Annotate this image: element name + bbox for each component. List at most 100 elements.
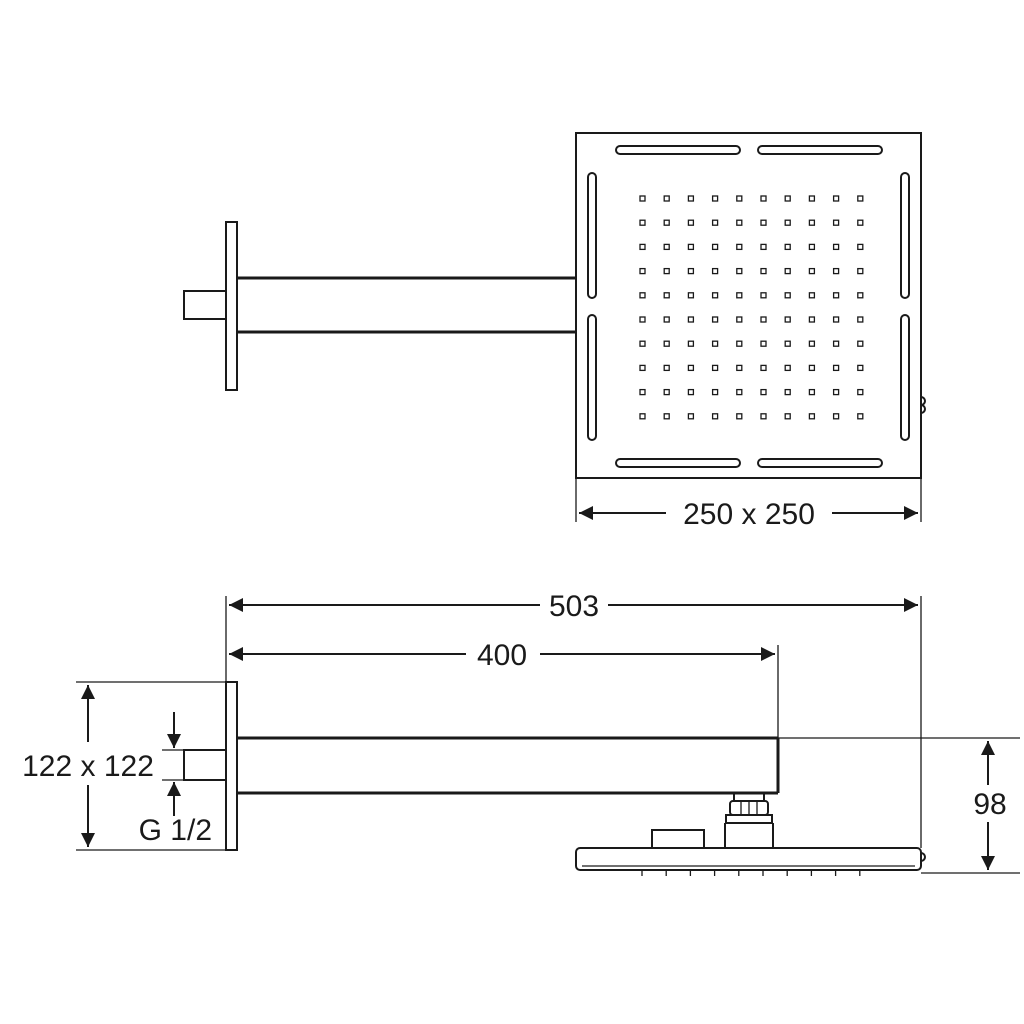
nozzle <box>808 340 816 347</box>
nozzle <box>857 267 864 275</box>
top-view: 250 x 250 <box>183 132 926 531</box>
nozzle <box>832 195 840 202</box>
slot <box>757 145 883 155</box>
nozzle <box>639 316 646 323</box>
nozzle <box>663 219 670 226</box>
nozzle <box>857 388 864 396</box>
nozzle <box>736 388 743 396</box>
nozzle <box>639 219 646 226</box>
side-wall-flange <box>225 681 238 851</box>
top-inlet-stub <box>183 290 227 320</box>
nozzle <box>784 340 791 347</box>
slot <box>587 314 597 441</box>
nozzle <box>687 340 695 347</box>
nozzle <box>784 364 791 372</box>
nozzle <box>736 219 743 226</box>
nozzle <box>639 364 646 372</box>
nozzle <box>784 388 791 396</box>
nozzle <box>736 292 743 299</box>
head-connector-block <box>651 829 705 849</box>
nozzle <box>663 388 670 396</box>
nozzle <box>663 195 670 202</box>
nozzle <box>760 292 767 299</box>
nozzle <box>760 413 767 420</box>
dim-thread: G 1/2 <box>139 814 212 847</box>
nozzle <box>687 413 695 420</box>
nozzle <box>736 195 743 202</box>
nozzle <box>663 243 670 251</box>
nozzle <box>736 316 743 323</box>
nozzle <box>711 267 719 275</box>
slot <box>587 172 597 299</box>
nozzle <box>808 267 816 275</box>
slot <box>757 458 883 468</box>
nozzle <box>687 243 695 251</box>
nozzle <box>736 413 743 420</box>
nozzle <box>639 388 646 396</box>
nozzle <box>784 292 791 299</box>
nozzle <box>832 364 840 372</box>
dim-height: 98 <box>973 788 1006 821</box>
nozzle <box>808 388 816 396</box>
nozzle <box>687 267 695 275</box>
nozzle <box>832 292 840 299</box>
nozzle <box>760 388 767 396</box>
nozzle <box>808 219 816 226</box>
nozzle <box>857 292 864 299</box>
nozzle <box>736 267 743 275</box>
nozzle <box>832 413 840 420</box>
nozzle <box>711 243 719 251</box>
nozzle <box>760 243 767 251</box>
nozzle <box>687 219 695 226</box>
nozzle <box>832 316 840 323</box>
nozzle <box>857 413 864 420</box>
nozzle <box>760 195 767 202</box>
dim-head-size: 250 x 250 <box>683 498 815 531</box>
dim-flange-size: 122 x 122 <box>22 750 154 783</box>
nozzle <box>687 364 695 372</box>
nozzle <box>760 316 767 323</box>
nozzle <box>639 292 646 299</box>
nozzle <box>711 413 719 420</box>
nozzle <box>663 292 670 299</box>
nozzle <box>639 243 646 251</box>
slot <box>900 172 910 299</box>
nozzle <box>784 267 791 275</box>
nozzle <box>687 292 695 299</box>
nozzle <box>687 195 695 202</box>
nozzle-grid <box>639 195 864 420</box>
nozzle <box>857 316 864 323</box>
side-head-knob <box>920 852 926 862</box>
nozzle <box>639 413 646 420</box>
nozzle <box>832 243 840 251</box>
nozzle <box>663 364 670 372</box>
nozzle <box>711 316 719 323</box>
nozzle <box>808 413 816 420</box>
side-head-body <box>575 847 922 871</box>
side-knob <box>920 396 926 414</box>
nozzle <box>857 243 864 251</box>
nozzle <box>832 219 840 226</box>
side-view: 503 400 122 x 122 G 1/2 98 <box>22 590 1020 876</box>
nozzle <box>760 219 767 226</box>
nozzle <box>857 195 864 202</box>
nozzle <box>663 340 670 347</box>
nozzle <box>711 195 719 202</box>
nozzle <box>760 267 767 275</box>
nozzle <box>663 413 670 420</box>
nozzle <box>784 195 791 202</box>
nozzle <box>808 195 816 202</box>
nozzle <box>711 364 719 372</box>
nozzle <box>736 340 743 347</box>
nozzle <box>808 243 816 251</box>
nozzle <box>663 267 670 275</box>
nozzle <box>784 243 791 251</box>
nozzle <box>639 340 646 347</box>
nozzle <box>639 267 646 275</box>
nozzle <box>857 340 864 347</box>
side-inlet-stub <box>183 749 227 781</box>
nozzle <box>784 316 791 323</box>
nozzle <box>711 340 719 347</box>
nozzle-row <box>641 870 861 876</box>
